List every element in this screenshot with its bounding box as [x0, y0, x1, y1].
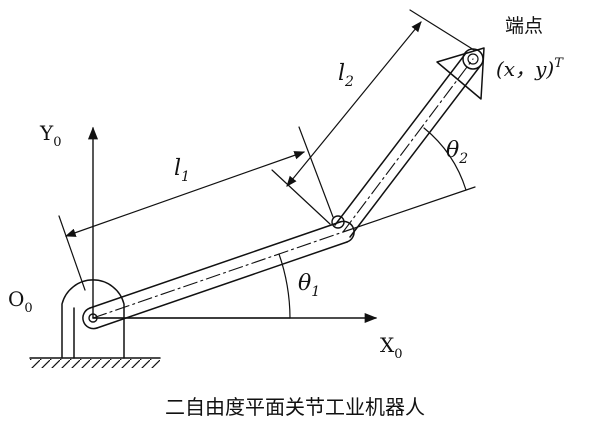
theta2-label: θ2 [446, 138, 468, 167]
theta2-reference-line [342, 186, 476, 233]
figure-caption: 二自由度平面关节工业机器人 [165, 395, 425, 419]
elbow-joint [331, 215, 345, 229]
endpoint-label: 端点 [505, 15, 543, 37]
robot-base [29, 279, 161, 368]
theta1-arc [278, 253, 291, 319]
dimension-l2 [286, 9, 475, 218]
link1-label: l1 [174, 156, 190, 185]
theta1-label: θ1 [298, 271, 320, 300]
x-axis-label: X0 [380, 333, 403, 362]
endpoint-coord-label: (x，y)T [496, 56, 564, 81]
theta2-arc [423, 127, 467, 191]
origin-label: O0 [8, 287, 33, 316]
end-gripper [436, 47, 485, 100]
dimension-l1 [58, 151, 331, 291]
link-2 [334, 48, 484, 238]
ground-hatch [30, 359, 160, 368]
link-1-centerline [92, 231, 344, 319]
y-axis-label: Y0 [39, 121, 61, 150]
link2-label: l2 [338, 61, 354, 90]
